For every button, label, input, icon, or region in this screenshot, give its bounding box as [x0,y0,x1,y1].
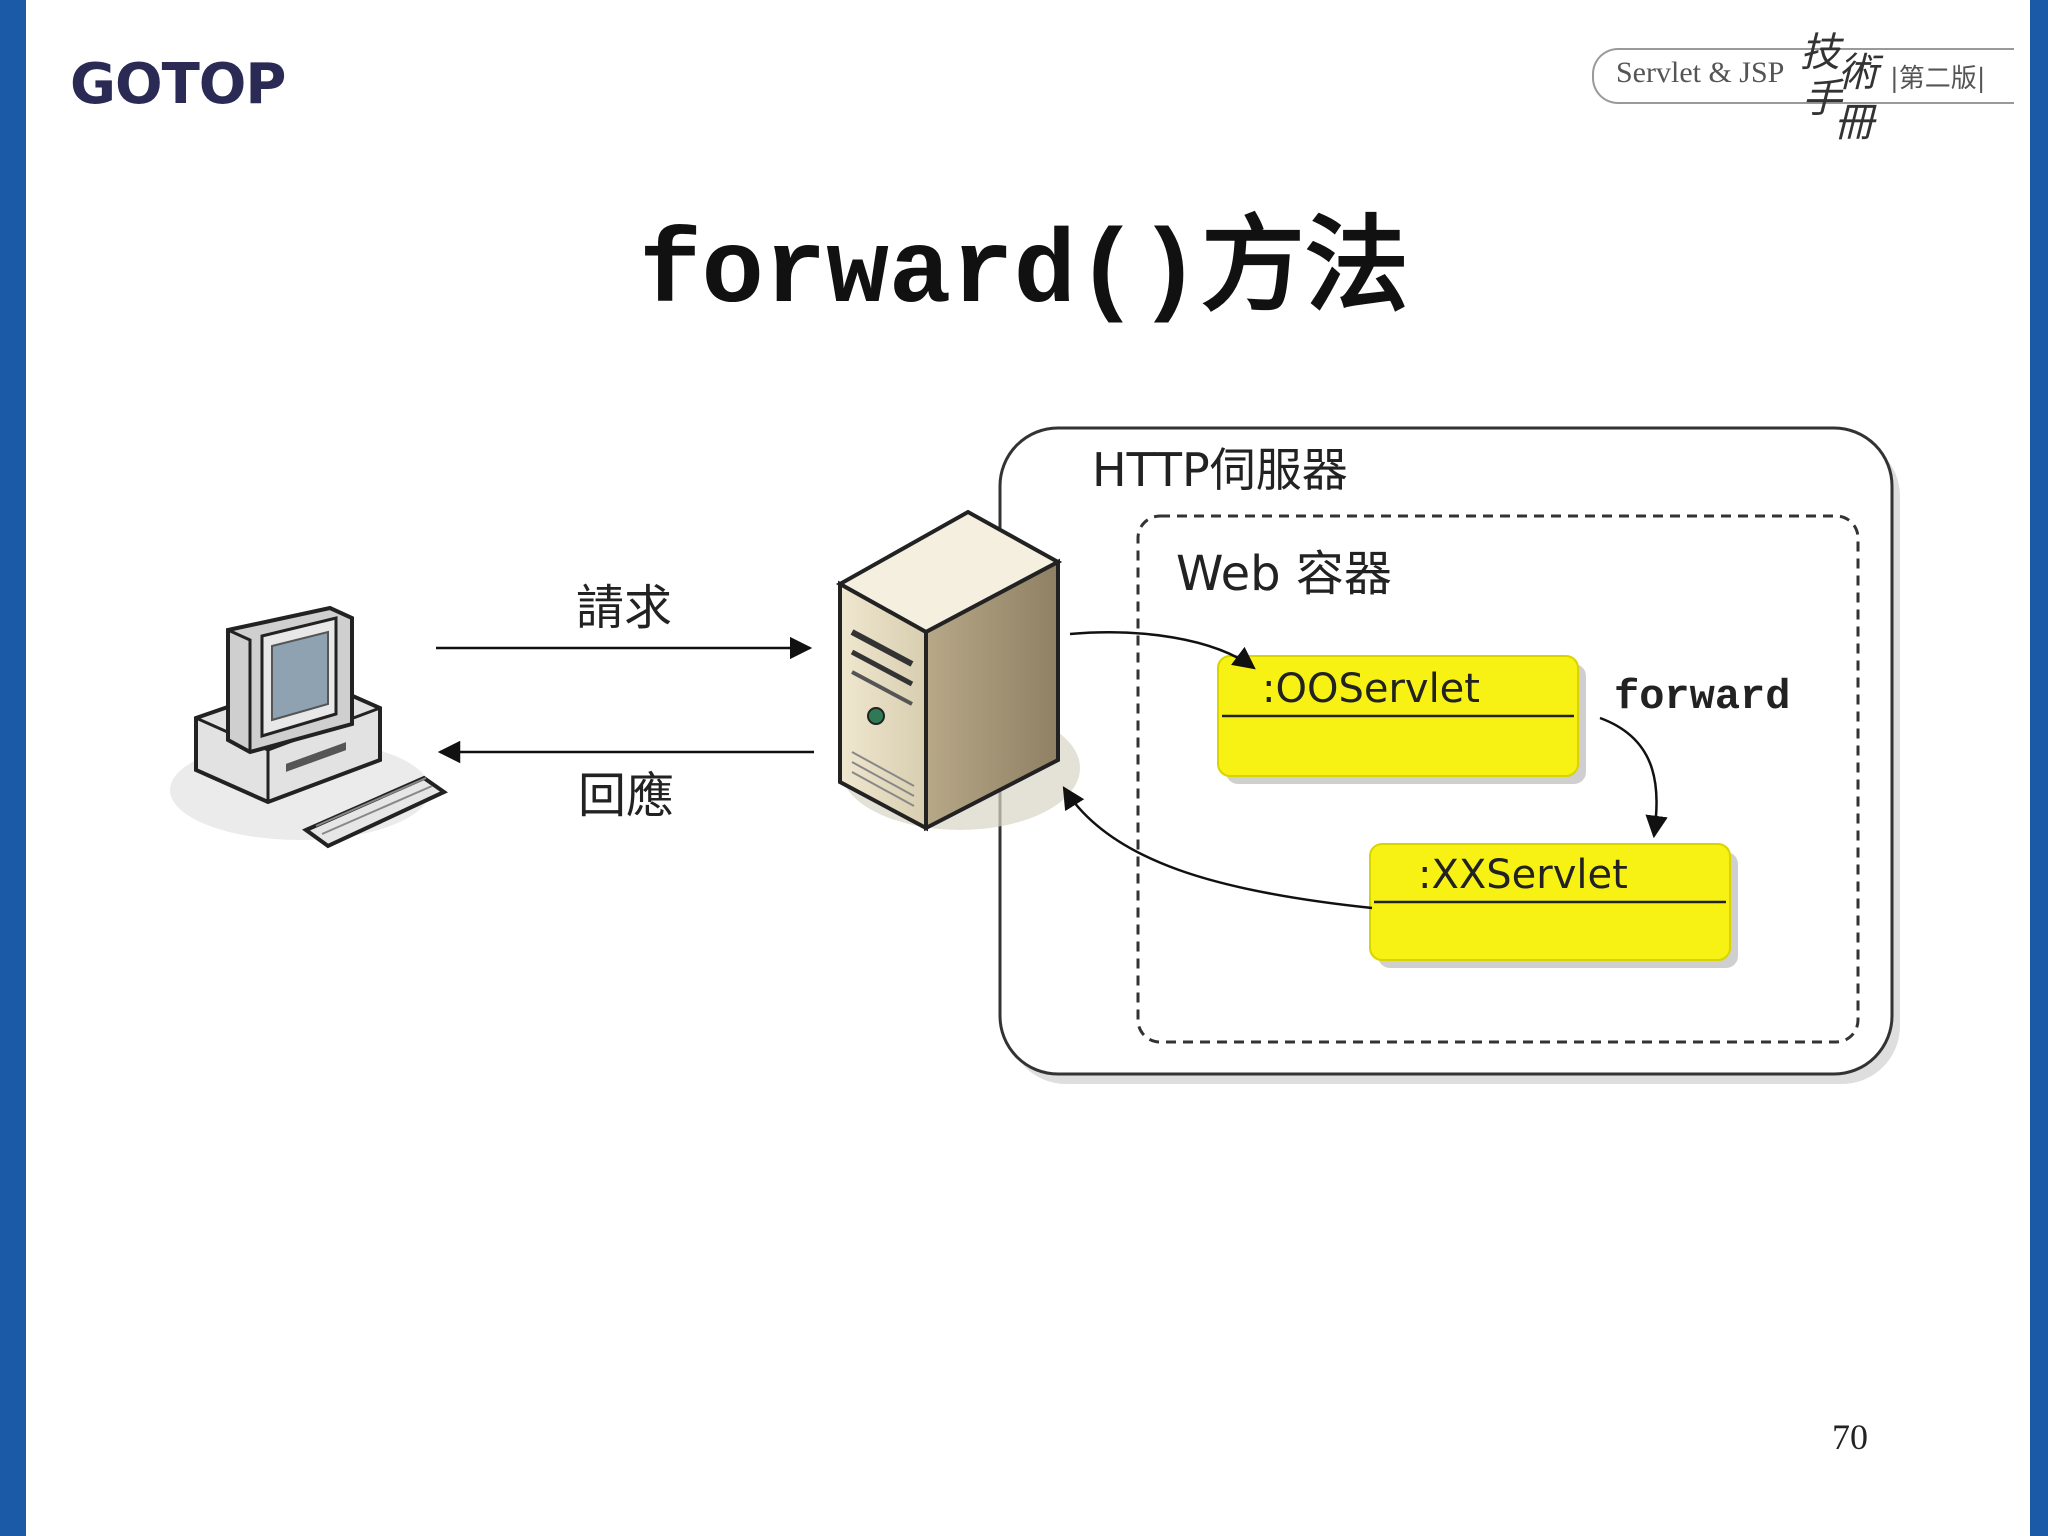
page-title-code: forward() [639,215,1201,333]
forward-arrow [1599,716,1668,839]
page-title-suffix: 方法 [1200,204,1409,326]
request-label: 請求 [576,580,672,636]
slide-left-border [0,0,26,1536]
xx-servlet-box [1369,843,1738,968]
book-badge-frame [1592,48,2014,104]
xx-servlet-label: :XXServlet [1418,852,1628,898]
forward-label: forward [1614,673,1790,721]
book-badge-edition: |第二版| [1890,64,1986,94]
desktop-computer-icon [170,605,448,849]
web-container-box [1136,514,1860,1044]
book-badge-title: Servlet & JSP [1616,56,1785,89]
web-container-label: Web 容器 [1176,546,1392,602]
page-title: forward()方法 [0,180,2048,333]
book-badge-char-4: 冊 [1834,100,1874,146]
return-arrow [1062,786,1373,910]
slide-right-border [2030,0,2048,1536]
book-badge-char-1: 技 [1800,30,1840,76]
response-label: 回應 [578,768,674,824]
book-badge-char-2: 術 [1838,50,1878,96]
server-tower-icon [835,509,1080,832]
publisher-logo: GOTOP [70,52,286,117]
slide-number: 70 [1832,1417,1868,1457]
oo-servlet-box [1217,655,1586,784]
http-server-label: HTTP伺服器 [1092,443,1348,497]
oo-servlet-label: :OOServlet [1262,666,1480,712]
book-badge-char-3: 手 [1802,76,1842,122]
dispatch-arrow [1069,631,1256,670]
